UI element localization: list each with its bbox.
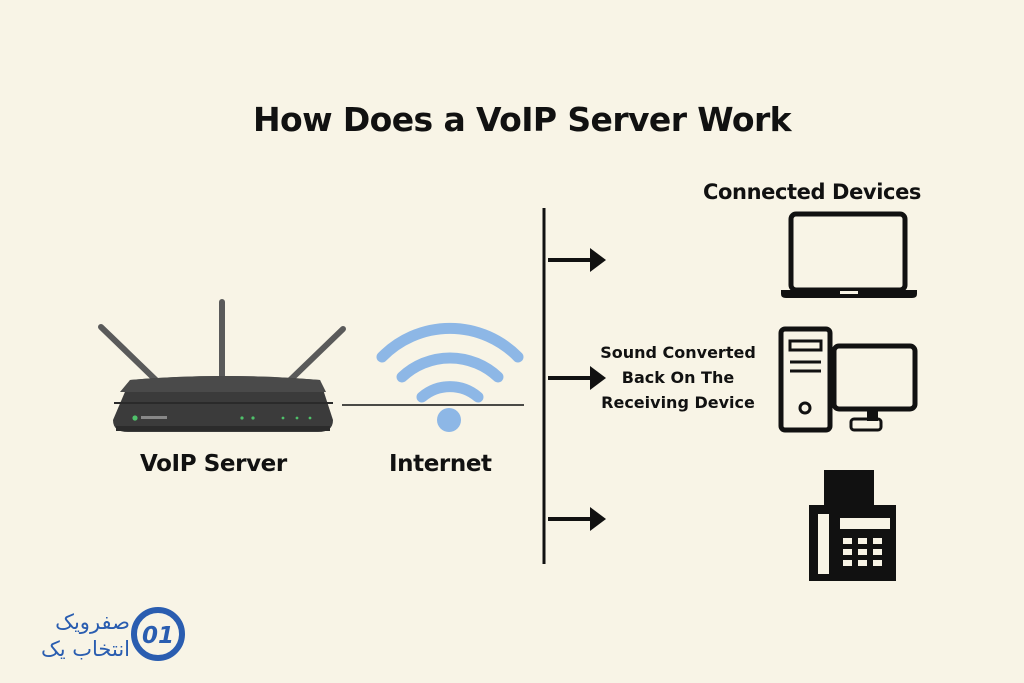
sound-label-line2: Back On The [621,368,735,387]
arrow-right-icon [548,248,606,272]
diagram-title: How Does a VoIP Server Work [253,100,792,139]
brand-wordmark: صفرویک انتخاب یک [18,609,130,663]
arrow-right-icon [548,366,606,390]
arrow-right-icon [548,507,606,531]
laptop-icon [781,211,917,298]
internet-label: Internet [389,451,492,477]
brand-line1: صفرویک [55,610,130,634]
fax-machine-icon [809,470,896,581]
router-icon [98,299,346,432]
wifi-dot [437,408,461,432]
brand-line2: انتخاب یک [40,637,130,661]
brand-logo-icon: 01 [131,607,185,661]
sound-label-line1: Sound Converted [600,343,756,362]
desktop-computer-icon [778,326,918,433]
wifi-icon [376,322,524,403]
sound-converted-label: Sound Converted Back On The Receiving De… [594,340,762,415]
svg-text:01: 01 [142,623,174,649]
connected-devices-heading: Connected Devices [703,180,922,204]
voip-server-label: VoIP Server [140,451,287,477]
sound-label-line3: Receiving Device [601,393,755,412]
